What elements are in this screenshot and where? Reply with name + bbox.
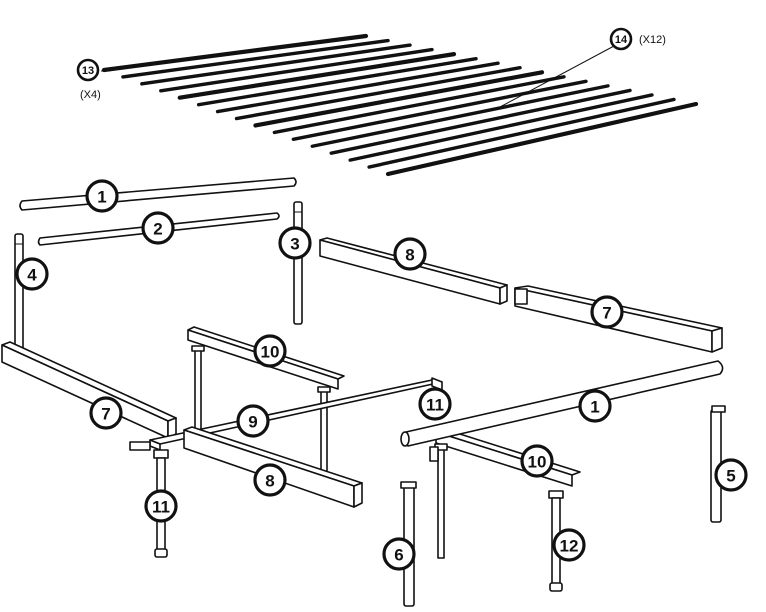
callout-circle <box>552 528 586 562</box>
slat-13 <box>329 88 632 155</box>
callout-number: 14 <box>615 34 628 46</box>
callout-circle <box>609 27 633 51</box>
callout-9-c9: 9 <box>236 404 270 438</box>
callout-number: 9 <box>248 413 257 432</box>
callout-8-c8a: 8 <box>393 237 427 271</box>
callout-circle <box>382 537 416 571</box>
slat-12 <box>310 84 610 148</box>
slat-14 <box>348 93 654 162</box>
callout-number: 10 <box>261 343 280 362</box>
callout-circle <box>144 489 178 523</box>
callout-number: 2 <box>153 220 162 239</box>
slat-5 <box>177 52 457 100</box>
part-4-post <box>14 233 24 357</box>
part-3-post <box>293 201 303 325</box>
callout-circle <box>141 211 175 245</box>
callout-circle <box>15 257 49 291</box>
callout-1-c1a: 1 <box>85 179 119 213</box>
callout-number: 11 <box>152 498 170 517</box>
slat-11 <box>291 79 588 142</box>
callout-number: 6 <box>394 546 403 565</box>
part-5-post <box>710 405 726 523</box>
callout-circle <box>85 179 119 213</box>
leader-line-14 <box>499 45 615 108</box>
callout-5-c5: 5 <box>714 458 748 492</box>
slat-16 <box>385 101 699 177</box>
part-1-tube-lower <box>400 360 724 447</box>
part-1-tube-upper <box>19 177 297 211</box>
callout-number: 11 <box>426 396 444 415</box>
callout-number: 7 <box>101 405 110 424</box>
slat-3 <box>140 43 412 86</box>
callout-11-c11b: 11 <box>144 489 178 523</box>
callout-13-c13: 13 (X4) <box>76 58 101 101</box>
slat-9 <box>253 70 545 128</box>
callout-circle <box>590 295 624 329</box>
callout-number: 1 <box>97 188 106 207</box>
callout-number: 8 <box>265 472 274 491</box>
slat-6 <box>196 56 478 107</box>
slat-15 <box>367 97 676 169</box>
callout-10-c10a: 10 <box>253 334 287 368</box>
part-7-side-rail-lower <box>1 341 177 439</box>
callout-1-c1b: 1 <box>578 389 612 423</box>
part-9-center-beam <box>129 377 443 451</box>
callout-circle <box>253 463 287 497</box>
callout-number: 4 <box>27 266 37 285</box>
callout-number: 1 <box>590 398 599 417</box>
callout-circle <box>418 387 452 421</box>
callout-circle <box>89 396 123 430</box>
slat-8 <box>234 66 522 121</box>
slat-1 <box>101 33 369 73</box>
callout-number: 5 <box>726 467 735 486</box>
callout-number: 10 <box>528 453 547 472</box>
slat-2 <box>121 38 390 79</box>
callout-7-c7a: 7 <box>590 295 624 329</box>
bed-slats-group <box>101 33 699 177</box>
callout-6-c6: 6 <box>382 537 416 571</box>
callout-4-c4: 4 <box>15 257 49 291</box>
callout-number: 8 <box>405 246 414 265</box>
callout-12-c12: 12 <box>552 528 586 562</box>
callout-circle <box>578 389 612 423</box>
callout-14-c14: 14 (X12) <box>609 27 666 51</box>
callout-circle <box>393 237 427 271</box>
callout-quantity: (X12) <box>639 34 666 46</box>
callout-number: 3 <box>290 235 299 254</box>
callout-circle <box>253 334 287 368</box>
slat-4 <box>159 47 434 93</box>
slat-10 <box>272 75 566 135</box>
callout-circle <box>520 444 554 478</box>
callout-circle <box>714 458 748 492</box>
callout-3-c3: 3 <box>278 226 312 260</box>
callout-2-c2: 2 <box>141 211 175 245</box>
callout-number: 7 <box>602 304 611 323</box>
callout-11-c11a: 11 <box>418 387 452 421</box>
slat-7 <box>215 61 500 114</box>
callout-7-c7b: 7 <box>89 396 123 430</box>
callout-circle <box>278 226 312 260</box>
callout-circle <box>236 404 270 438</box>
callout-circle <box>76 58 100 82</box>
callout-number: 13 <box>82 65 94 77</box>
callout-number: 12 <box>560 537 579 556</box>
callout-quantity: (X4) <box>80 89 101 101</box>
callout-10-c10b: 10 <box>520 444 554 478</box>
callout-8-c8b: 8 <box>253 463 287 497</box>
